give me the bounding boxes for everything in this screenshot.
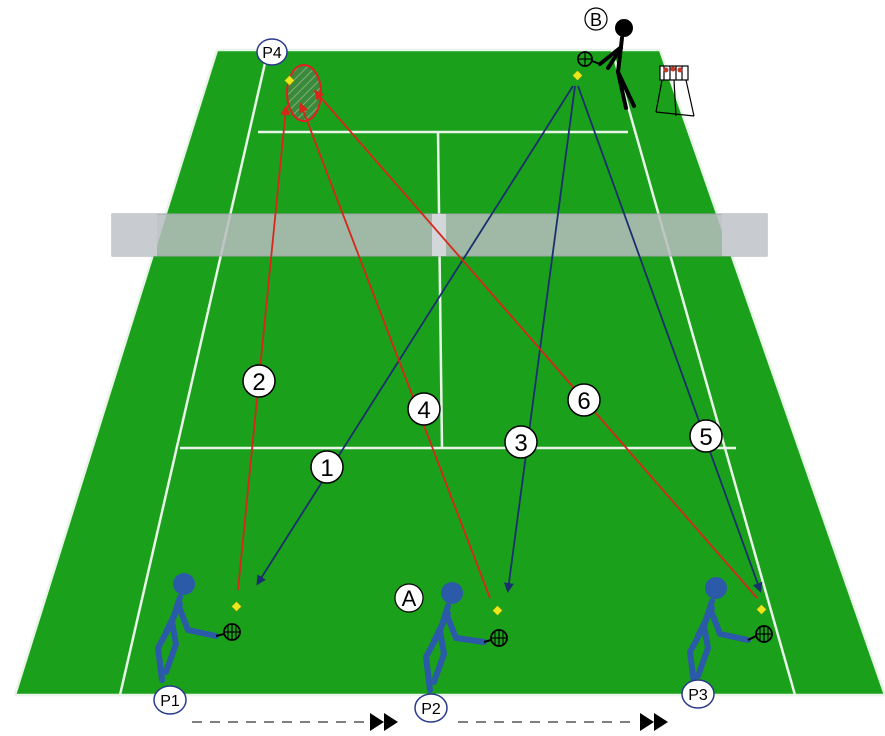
shot-number-3: 3	[505, 426, 537, 458]
svg-text:4: 4	[417, 397, 430, 424]
shot-number-5: 5	[690, 420, 722, 452]
svg-text:6: 6	[577, 388, 590, 415]
svg-text:P1: P1	[160, 693, 180, 710]
double-arrow-icon	[640, 713, 668, 731]
svg-text:3: 3	[514, 430, 527, 457]
svg-text:B: B	[590, 10, 602, 30]
player-label-p4: P4	[257, 39, 287, 65]
player-label-p1: P1	[154, 686, 186, 714]
svg-text:5: 5	[699, 424, 712, 451]
shot-number-4: 4	[408, 393, 440, 425]
svg-text:P4: P4	[262, 45, 282, 62]
player-label-p2: P2	[415, 694, 447, 722]
group-label: A	[395, 584, 423, 612]
svg-text:A: A	[402, 586, 417, 611]
double-arrow-icon	[370, 713, 398, 731]
player-label-p3: P3	[682, 680, 714, 708]
shot-number-6: 6	[568, 384, 600, 416]
coach-label: B	[585, 8, 607, 30]
svg-text:P3: P3	[688, 687, 708, 704]
shot-number-1: 1	[311, 451, 343, 483]
svg-text:P2: P2	[421, 701, 441, 718]
svg-text:2: 2	[252, 369, 265, 396]
shot-number-2: 2	[243, 365, 275, 397]
svg-text:1: 1	[320, 455, 333, 482]
